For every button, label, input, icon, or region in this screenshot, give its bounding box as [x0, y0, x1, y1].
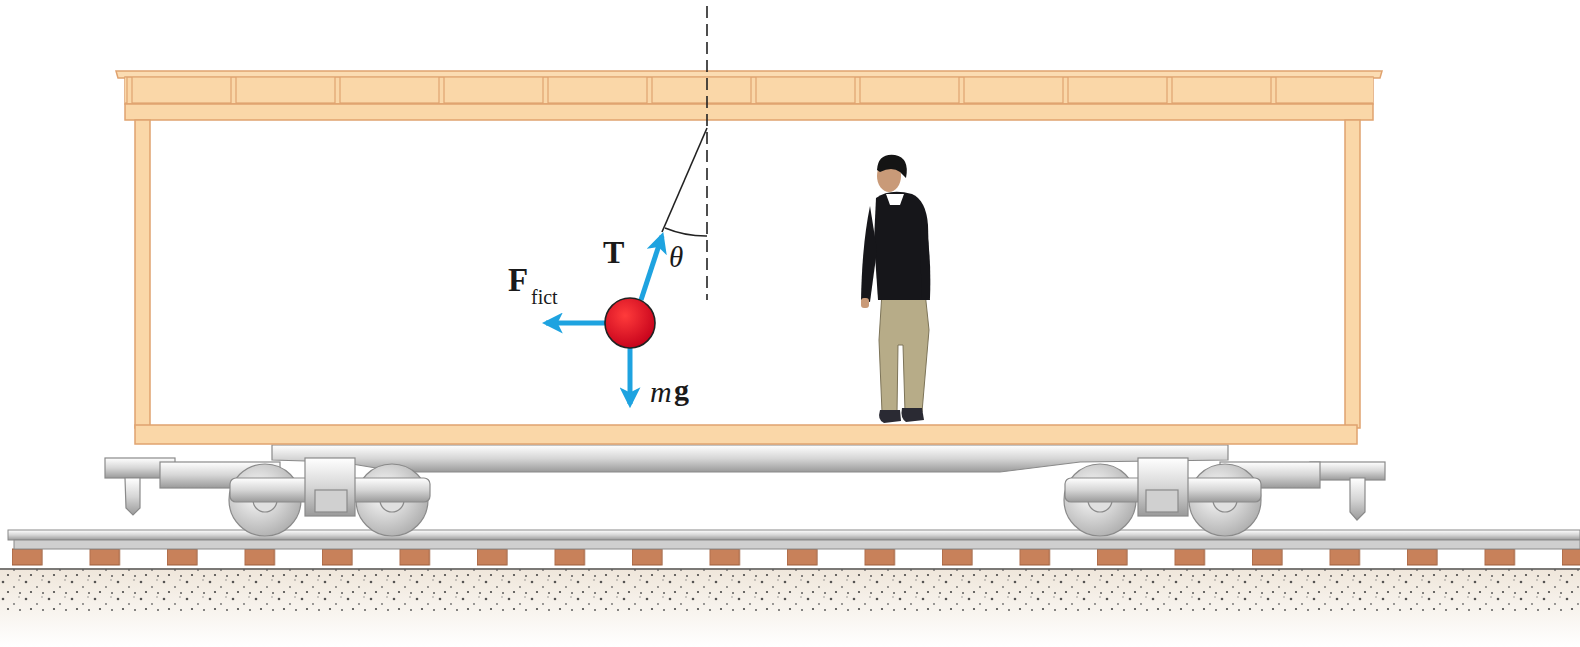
- observer-person: [861, 155, 930, 423]
- bob: [605, 298, 655, 348]
- boxcar-body: [116, 0, 1382, 647]
- tension-arrow: [641, 236, 662, 300]
- fictitious-force-arrow: [546, 321, 606, 326]
- force-symbol: F: [508, 264, 528, 297]
- gravity-symbol: g: [674, 375, 689, 405]
- vertical-reference: [706, 6, 708, 300]
- undercarriage: [105, 445, 1385, 536]
- subscript: fict: [531, 287, 558, 307]
- weight-arrow: [628, 348, 633, 404]
- mass-symbol: m: [650, 377, 672, 407]
- string: [662, 128, 707, 232]
- force-symbol: T: [603, 236, 624, 268]
- angle-symbol: θ: [669, 243, 683, 272]
- angle-arc: [665, 228, 707, 236]
- pendulum: [546, 6, 707, 404]
